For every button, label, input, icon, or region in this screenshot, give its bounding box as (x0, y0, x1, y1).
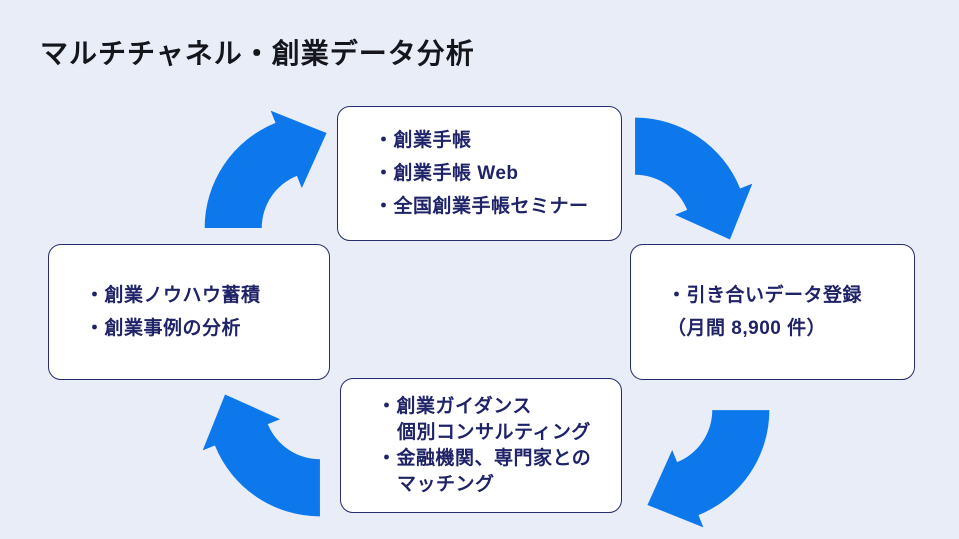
node-knowledge: ・創業ノウハウ蓄積 ・創業事例の分析 (48, 244, 330, 380)
page-title: マルチチャネル・創業データ分析 (40, 38, 475, 69)
curved-arrow-bottom-to-left-icon (202, 394, 320, 517)
node-knowledge-line: ・創業ノウハウ蓄積 (85, 285, 261, 306)
node-consulting: ・創業ガイダンス 個別コンサルティング ・金融機関、専門家との マッチング (340, 378, 622, 513)
node-channels: ・創業手帳 ・創業手帳 Web ・全国創業手帳セミナー (337, 106, 622, 241)
node-knowledge-line: ・創業事例の分析 (85, 318, 242, 339)
curved-arrow-left-to-top-icon (204, 110, 327, 228)
node-inquiry-data-line: ・引き合いデータ登録 (667, 285, 863, 306)
node-channels-line: ・全国創業手帳セミナー (374, 196, 589, 217)
curved-arrow-right-to-bottom-icon (647, 410, 770, 528)
curved-arrow-top-to-right-icon (635, 117, 753, 240)
node-consulting-line: ・創業ガイダンス (377, 395, 532, 417)
node-inquiry-data-line: （月間 8,900 件） (667, 318, 827, 339)
node-consulting-line: 個別コンサルティング (397, 421, 591, 443)
node-channels-line: ・創業手帳 (374, 130, 472, 151)
node-channels-line: ・創業手帳 Web (374, 163, 519, 184)
node-inquiry-data: ・引き合いデータ登録 （月間 8,900 件） (630, 244, 915, 380)
node-consulting-line: ・金融機関、専門家との (377, 447, 592, 469)
node-consulting-line: マッチング (397, 473, 495, 495)
